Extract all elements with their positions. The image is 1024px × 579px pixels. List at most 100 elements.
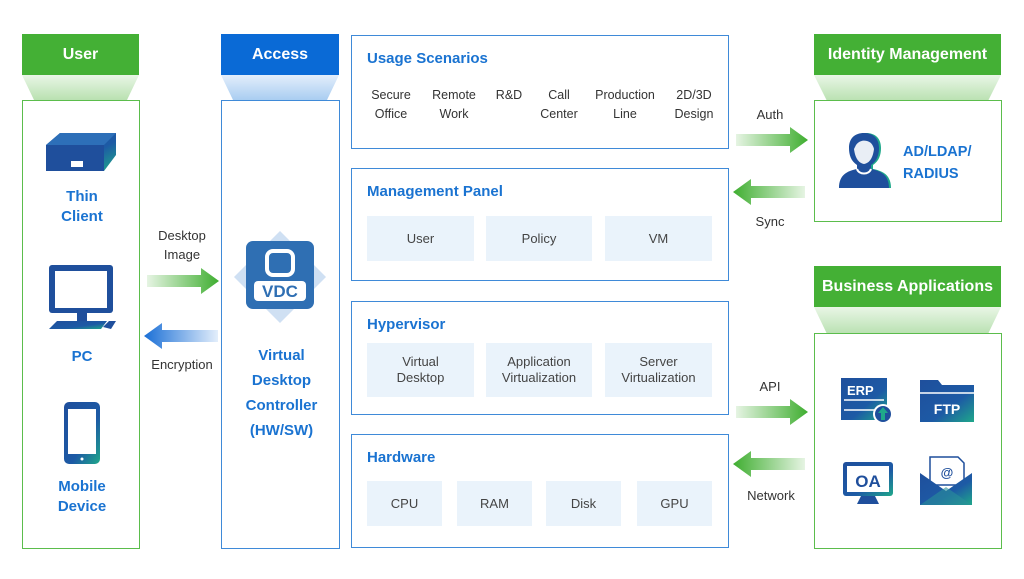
network-label: Network: [747, 488, 795, 503]
scenario-line1: Call: [548, 88, 570, 102]
usage-scenarios-title: Usage Scenarios: [367, 50, 488, 67]
management-panel-title: Management Panel: [367, 183, 503, 200]
access-funnel: [221, 75, 339, 100]
hardware-cell-ram: RAM: [457, 481, 532, 526]
mobile-device-label-line2: Device: [57, 498, 107, 515]
scenario-line2: Center: [540, 107, 578, 121]
scenario-line1: Production: [595, 88, 655, 102]
management-cell-policy: Policy: [486, 216, 592, 261]
mobile-device-label-line1: Mobile: [58, 478, 106, 495]
access-column: VDC Virtual Desktop Controller (HW/SW): [221, 100, 340, 549]
vdc-label-line4: (HW/SW): [249, 422, 314, 439]
email-icon: @: [920, 456, 972, 505]
scenario-line1: 2D/3D: [676, 88, 712, 102]
business-funnel: [814, 307, 1001, 334]
mobile-device-label: Mobile Device: [23, 477, 141, 517]
identity-box: AD/LDAP/ RADIUS: [814, 100, 1002, 222]
business-header: Business Applications: [814, 266, 1001, 307]
pc-label: PC: [71, 348, 93, 365]
hypervisor-cell-line1: Virtual: [402, 354, 439, 369]
hardware-cell-cpu: CPU: [367, 481, 442, 526]
vdc-label-line1: Virtual: [258, 347, 305, 364]
scenario-item: R&D: [490, 86, 528, 105]
api-label: API: [759, 379, 781, 394]
hardware-cell-disk: Disk: [546, 481, 621, 526]
thin-client-icon: [46, 133, 116, 171]
scenario-line1: Secure: [371, 88, 411, 102]
scenario-line2: Work: [439, 107, 469, 121]
hardware-title: Hardware: [367, 449, 436, 466]
pc-icon: [49, 265, 116, 329]
network-arrow: [733, 451, 805, 477]
desktop-image-line1: Desktop: [158, 228, 206, 243]
scenario-item: Remote Work: [428, 86, 480, 124]
scenario-line2: Line: [613, 107, 637, 121]
management-panel: Management Panel User Policy VM: [351, 168, 729, 281]
mobile-device-icon: [64, 402, 100, 464]
scenario-item: Call Center: [534, 86, 584, 124]
api-arrow: [736, 399, 808, 425]
user-avatar-icon: [839, 133, 891, 188]
hypervisor-panel: Hypervisor Virtual Desktop Application V…: [351, 301, 729, 415]
vdc-label: Virtual Desktop Controller (HW/SW): [222, 343, 341, 443]
usage-scenarios-panel: Usage Scenarios Secure Office Remote Wor…: [351, 35, 729, 149]
encryption-label: Encryption: [151, 357, 213, 372]
auth-label: Auth: [756, 107, 784, 122]
oa-icon: OA: [843, 462, 893, 504]
management-cell-user: User: [367, 216, 474, 261]
access-header-label: Access: [251, 45, 309, 63]
hypervisor-cell: Application Virtualization: [486, 343, 592, 397]
auth-arrow: [736, 127, 808, 153]
access-header: Access: [221, 34, 339, 75]
hardware-panel: Hardware CPU RAM Disk GPU: [351, 434, 729, 548]
desktop-image-label: Desktop Image: [143, 226, 221, 264]
hypervisor-cell-line2: Virtualization: [501, 370, 577, 385]
hypervisor-cell-line2: Virtualization: [621, 370, 696, 385]
ftp-icon-text: FTP: [934, 401, 960, 417]
scenario-line1: Remote: [432, 88, 476, 102]
sync-arrow: [733, 179, 805, 205]
scenario-line2: Office: [374, 107, 408, 121]
hypervisor-cell: Virtual Desktop: [367, 343, 474, 397]
hypervisor-title: Hypervisor: [367, 316, 446, 333]
vdc-label-line3: Controller: [245, 397, 318, 414]
vdc-label-line2: Desktop: [251, 372, 312, 389]
erp-icon-text: ERP: [847, 383, 874, 398]
desktop-image-line2: Image: [163, 247, 201, 262]
vdc-icon: VDC: [234, 231, 326, 323]
desktop-image-arrow: [147, 268, 219, 294]
business-box: ERP FTP OA @: [814, 333, 1002, 549]
erp-icon: ERP: [841, 378, 893, 424]
hypervisor-cell-line1: Server: [639, 354, 678, 369]
scenario-item: Secure Office: [366, 86, 416, 124]
email-icon-text: @: [941, 465, 954, 480]
thin-client-label-line2: Client: [61, 208, 103, 225]
hypervisor-cell-line2: Desktop: [396, 370, 445, 385]
hardware-cell-gpu: GPU: [637, 481, 712, 526]
identity-header-label: Identity Management: [827, 45, 988, 63]
user-column: Thin Client PC Mobile Device: [22, 100, 140, 549]
identity-label-line1: AD/LDAP/: [903, 144, 972, 160]
identity-label-line2: RADIUS: [903, 166, 959, 182]
identity-header: Identity Management: [814, 34, 1001, 75]
user-funnel: [22, 75, 139, 100]
ftp-icon: FTP: [920, 380, 974, 422]
identity-funnel: [814, 75, 1001, 101]
thin-client-label: Thin Client: [23, 187, 141, 227]
scenario-line2: Design: [674, 107, 714, 121]
business-header-label: Business Applications: [822, 277, 993, 295]
scenario-item: Production Line: [590, 86, 660, 124]
hypervisor-cell: Server Virtualization: [605, 343, 712, 397]
vdc-icon-text: VDC: [262, 282, 298, 301]
scenario-line1: R&D: [495, 88, 523, 102]
user-header: User: [22, 34, 139, 75]
user-header-label: User: [62, 45, 99, 63]
scenario-item: 2D/3D Design: [666, 86, 722, 124]
oa-icon-text: OA: [855, 472, 881, 491]
thin-client-label-line1: Thin: [66, 188, 98, 205]
sync-label: Sync: [755, 214, 785, 229]
identity-label: AD/LDAP/ RADIUS: [903, 141, 971, 185]
encryption-arrow: [144, 323, 218, 349]
hypervisor-cell-line1: Application: [507, 354, 571, 369]
management-cell-vm: VM: [605, 216, 712, 261]
